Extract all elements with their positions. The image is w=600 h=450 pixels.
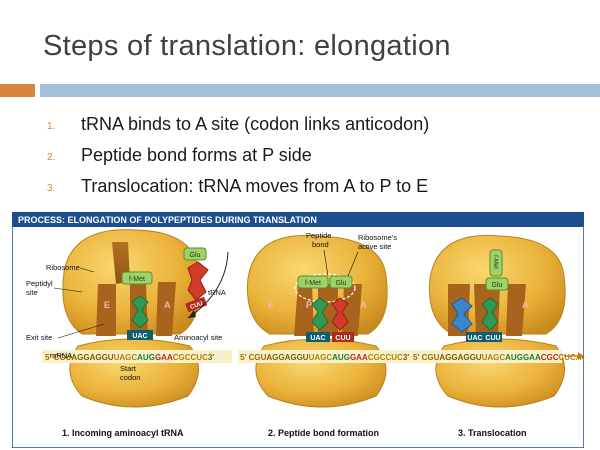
- title-accent-orange: [0, 84, 35, 97]
- arrow-head: [188, 310, 196, 318]
- panel-peptide-bond: E P A f-Met Glu UAC CUU 5' CGUAGGAGGUUAG…: [238, 231, 424, 438]
- trna-p-site: [481, 297, 499, 331]
- anticodon-label: CUU: [335, 335, 350, 342]
- anticodon-label: UAC: [132, 333, 147, 340]
- leader-line: [347, 251, 359, 277]
- amino-acid-glu: [485, 277, 509, 291]
- anticodon-label: CUU: [190, 301, 204, 311]
- anticodon-box: [306, 332, 330, 342]
- panel-caption: 2. Peptide bond formation: [268, 428, 379, 438]
- panel-caption: 1. Incoming aminoacyl tRNA: [62, 428, 184, 438]
- site-letter-e: E: [104, 300, 110, 310]
- amino-acid-glu: [329, 275, 353, 289]
- slide-title: Steps of translation: elongation: [43, 30, 451, 62]
- site-letter-a: A: [164, 300, 171, 310]
- label-aminoacyl-site: Aminoacyl site: [174, 333, 222, 342]
- amino-acid-fmet: [489, 249, 503, 277]
- label-mrna: mRNA: [50, 351, 72, 360]
- bullet-text: Peptide bond forms at P side: [81, 145, 312, 165]
- site-letter-a: A: [360, 300, 367, 310]
- leader-line: [53, 287, 83, 293]
- site-letter-p: P: [306, 300, 312, 310]
- leader-line: [79, 267, 95, 273]
- bullet-number: 1.: [47, 121, 56, 132]
- ribosome-sites: [294, 284, 362, 336]
- mrna-sequence: 5' CGUAGGAGGUUAGCAUGGAACGCCUCAGC3': [413, 353, 584, 362]
- ribosome-sites: [96, 282, 176, 336]
- trna-p-site: [311, 297, 329, 331]
- amino-acid-label: Glu: [190, 252, 201, 259]
- label-ribosome: Ribosome: [46, 263, 80, 272]
- anticodon-box: [185, 296, 208, 313]
- elongation-figure: PROCESS: ELONGATION OF POLYPEPTIDES DURI…: [12, 212, 584, 448]
- bullet-text: Translocation: tRNA moves from A to P to…: [81, 176, 429, 196]
- amino-acid-label: Glu: [336, 280, 347, 287]
- mrna-sequence: 5' CGUAGGAGGUUAGCAUGGAACGCCUC3': [240, 353, 409, 362]
- trna-e-site: [451, 297, 473, 333]
- title-accent-bar: [40, 84, 600, 97]
- anticodon-box: [466, 332, 484, 342]
- amino-acid-fmet: [297, 275, 329, 289]
- anticodon-label: UAC: [310, 335, 325, 342]
- anticodon-box: [332, 332, 354, 342]
- site-letter-e: E: [268, 300, 274, 310]
- panel-incoming-trna: E P A f-Met UAC Glu CUU 5' CGUAGGAGGUUAG…: [26, 229, 232, 438]
- amino-acid-label: f-Met: [129, 276, 145, 283]
- amino-acid-label: f-Met: [305, 280, 321, 287]
- trna-a-site: [331, 297, 349, 331]
- amino-acid-glu: [183, 247, 207, 261]
- mrna-strand: [42, 350, 232, 363]
- ribosome-small-subunit: [435, 338, 565, 408]
- figure-header-bar: [12, 212, 584, 227]
- site-letter-a: A: [522, 300, 529, 310]
- figure-header: PROCESS: ELONGATION OF POLYPEPTIDES DURI…: [18, 215, 317, 225]
- amino-acid-label: f-Met: [492, 255, 498, 269]
- elongation-diagram: PROCESS: ELONGATION OF POLYPEPTIDES DURI…: [12, 212, 584, 448]
- entry-arrow: [187, 251, 229, 319]
- anticodon-label: UAC: [467, 335, 482, 342]
- leader-line: [323, 249, 329, 277]
- panel-translocation: E P A f-Met Glu UAC CUU 5' CGUAGGAGGUUAG…: [412, 234, 584, 438]
- arrow-head: [578, 352, 584, 360]
- bullet-text: tRNA binds to A site (codon links antico…: [81, 114, 430, 134]
- label-trna: tRNA: [208, 288, 226, 297]
- bullet-number: 2.: [47, 152, 56, 163]
- label-exit-site: Exit site: [26, 333, 52, 342]
- panel-caption: 3. Translocation: [458, 428, 527, 438]
- bullet-number: 3.: [47, 183, 56, 194]
- ribosome-small-subunit: [255, 338, 387, 408]
- anticodon-box: [127, 330, 153, 340]
- trna-p-site: [131, 295, 149, 329]
- mrna-sequence: 5' CGUAGGAGGUUAGCAUGGAACGCCUC3': [45, 353, 214, 362]
- leader-line: [57, 323, 105, 339]
- mrna-strand: [412, 350, 562, 363]
- anticodon-box: [484, 332, 502, 342]
- incoming-trna: [187, 261, 209, 301]
- mrna-strand: [238, 350, 424, 363]
- anticodon-label: CUU: [485, 335, 500, 342]
- amino-acid-label: Glu: [492, 282, 503, 289]
- amino-acid-fmet: [121, 271, 153, 285]
